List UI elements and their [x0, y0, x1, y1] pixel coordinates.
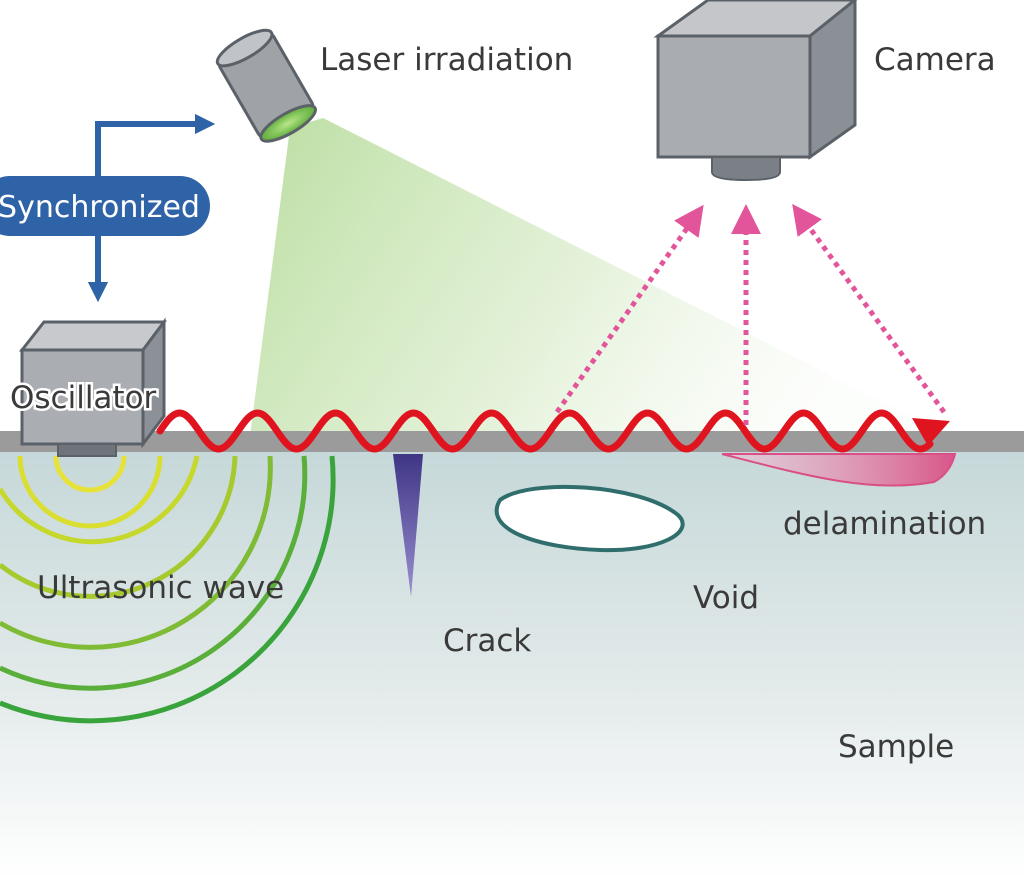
wave-arc-7 [0, 455, 336, 724]
void-label: Void [693, 580, 759, 616]
wave-arc-6 [0, 455, 308, 691]
sync-connector [87, 113, 216, 303]
oscillator-icon [18, 317, 167, 457]
laser-head-icon [215, 28, 317, 143]
synchronized-label: Synchronized [0, 190, 200, 225]
surface-wave [156, 409, 934, 453]
wave-arc-2 [17, 455, 163, 529]
delamination-label: delamination [783, 506, 986, 542]
synchronized-badge [0, 176, 210, 236]
camera-label: Camera [874, 42, 996, 78]
wave-arc-3 [0, 455, 200, 545]
wave-arc-5 [0, 455, 273, 650]
laser-beam [250, 118, 950, 436]
wave-arc-4 [0, 455, 238, 599]
crack-label: Crack [443, 623, 531, 659]
void-defect [494, 484, 685, 553]
camera-icon [653, 0, 858, 182]
reflection-arrow-right [792, 203, 947, 414]
delamination-defect [721, 453, 957, 487]
crack-defect [393, 454, 423, 597]
laser-irradiation-label: Laser irradiation [320, 42, 573, 78]
thermal-reflection-arrows [554, 203, 947, 425]
ultrasonic-wave-label: Ultrasonic wave [37, 570, 284, 606]
wave-arc-1 [53, 455, 127, 493]
surface-wave-arrowhead [912, 418, 950, 446]
ultrasonic-wave-arcs [0, 455, 336, 724]
sample-label: Sample [838, 729, 954, 765]
sync-arrow-to-laser [95, 113, 216, 180]
oscillator-label: Oscillator [10, 380, 157, 416]
